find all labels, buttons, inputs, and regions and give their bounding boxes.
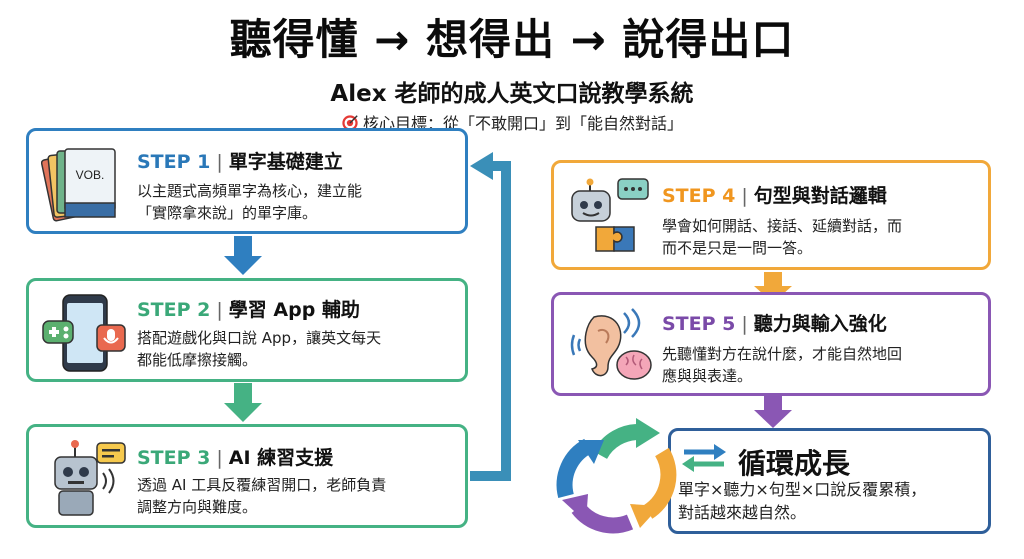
step-card-4: STEP 4|句型與對話邏輯 學會如何開話、接話、延續對話，而 而不是只是一問一…	[551, 160, 991, 270]
step-5-desc-line-1: 先聽懂對方在說什麼，才能自然地回	[662, 345, 903, 363]
arrow-step5-to-growth	[754, 396, 792, 428]
step-4-heading: STEP 4|句型與對話邏輯	[662, 181, 887, 208]
step-card-3: STEP 3|AI 練習支援 透過 AI 工具反覆練習開口，老師負責 調整方向與…	[26, 424, 468, 528]
step-5-description: 先聽懂對方在說什麼，才能自然地回 應與與表達。	[662, 343, 992, 387]
step-3-description: 透過 AI 工具反覆練習開口，老師負責 調整方向與難度。	[137, 474, 467, 518]
step-2-title: 學習 App 輔助	[228, 299, 360, 321]
step-2-desc-line-1: 搭配遊戲化與口說 App，讓英文每天	[137, 329, 382, 347]
step-5-separator: |	[741, 313, 748, 335]
step-1-heading: STEP 1|單字基礎建立	[137, 147, 343, 174]
arrow-step4-to-step5	[754, 272, 792, 303]
step-3-number: STEP 3	[137, 447, 211, 469]
step-1-separator: |	[216, 151, 223, 173]
step-4-number: STEP 4	[662, 185, 736, 207]
step-3-desc-line-2: 調整方向與難度。	[137, 498, 258, 516]
step-4-desc-line-1: 學會如何開話、接話、延續對話，而	[662, 217, 903, 235]
step-5-heading: STEP 5|聽力與輸入強化	[662, 309, 887, 336]
step-3-desc-line-1: 透過 AI 工具反覆練習開口，老師負責	[137, 476, 387, 494]
step-2-description: 搭配遊戲化與口說 App，讓英文每天 都能低摩擦接觸。	[137, 327, 467, 371]
page-title: 聽得懂 → 想得出 → 說得出口	[229, 15, 795, 64]
step-3-separator: |	[216, 447, 223, 469]
step-2-separator: |	[216, 299, 223, 321]
growth-desc-line-2: 對話越來越自然。	[678, 503, 807, 522]
growth-description: 單字×聽力×句型×口說反覆累積， 對話越來越自然。	[678, 478, 978, 524]
growth-card	[668, 428, 991, 534]
step-4-description: 學會如何開話、接話、延續對話，而 而不是只是一問一答。	[662, 215, 992, 259]
arrow-step2-to-step3	[224, 383, 262, 422]
target-icon	[342, 115, 358, 131]
growth-desc-line-1: 單字×聽力×句型×口說反覆累積，	[678, 480, 927, 499]
ear-brain-icon	[570, 308, 652, 380]
vocabulary-books-icon: VOB.	[41, 148, 116, 222]
step-5-number: STEP 5	[662, 313, 736, 335]
step-1-description: 以主題式高頻單字為核心，建立能 「實際拿來說」的單字庫。	[137, 180, 467, 224]
step-5-desc-line-2: 應與與表達。	[662, 367, 753, 385]
robot-puzzle-icon	[571, 178, 649, 252]
step-4-title: 句型與對話邏輯	[753, 185, 887, 207]
step-4-separator: |	[741, 185, 748, 207]
step-1-number: STEP 1	[137, 151, 211, 173]
arrow-step1-to-step2	[224, 236, 262, 275]
smartphone-app-icon	[42, 294, 126, 372]
step-2-heading: STEP 2|學習 App 輔助	[137, 295, 360, 322]
growth-title: 循環成長	[738, 447, 851, 480]
step-3-title: AI 練習支援	[228, 447, 334, 469]
step-1-desc-line-1: 以主題式高頻單字為核心，建立能	[137, 182, 363, 200]
step-1-desc-line-2: 「實際拿來說」的單字庫。	[137, 204, 318, 222]
step-2-desc-line-2: 都能低摩擦接觸。	[137, 351, 258, 369]
step-card-1: VOB. STEP 1|單字基礎建立 以主題式高頻單字為核心，建立能 「實際拿來…	[26, 128, 468, 234]
ai-robot-icon	[54, 440, 126, 516]
step-card-2: STEP 2|學習 App 輔助 搭配遊戲化與口說 App，讓英文每天 都能低摩…	[26, 278, 468, 382]
step-5-title: 聽力與輸入強化	[753, 313, 887, 335]
step-4-desc-line-2: 而不是只是一問一答。	[662, 239, 813, 257]
book-label: VOB.	[76, 168, 105, 182]
step-2-number: STEP 2	[137, 299, 211, 321]
arrow-loop-step3-to-step1	[470, 161, 511, 481]
step-3-heading: STEP 3|AI 練習支援	[137, 443, 333, 470]
page-subtitle: Alex 老師的成人英文口說教學系統	[330, 81, 694, 107]
step-card-5: STEP 5|聽力與輸入強化 先聽懂對方在說什麼，才能自然地回 應與與表達。	[551, 292, 991, 396]
step-1-title: 單字基礎建立	[228, 151, 343, 173]
